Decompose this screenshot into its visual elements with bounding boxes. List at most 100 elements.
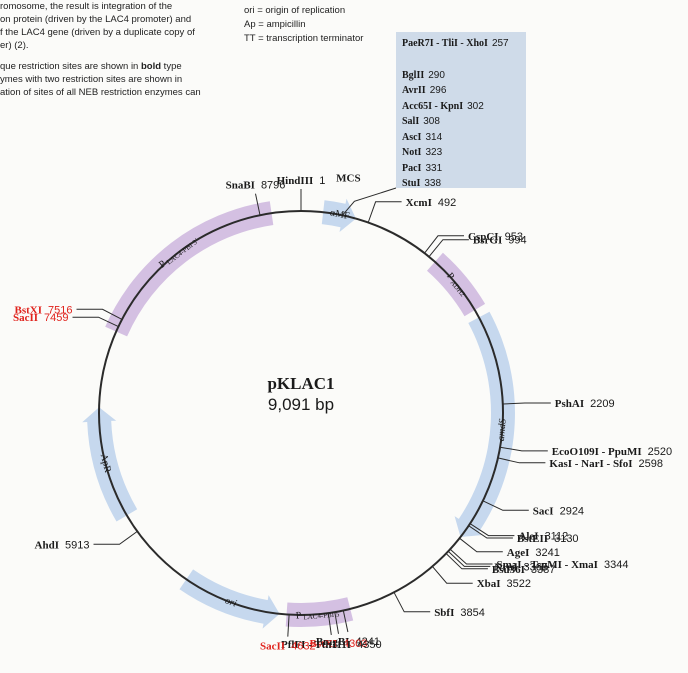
site-position: 3344	[604, 559, 628, 571]
intro-text-span: type	[161, 61, 182, 72]
site-enzyme-name: BstEII	[517, 533, 548, 545]
site-position: 7516	[48, 304, 72, 316]
site-position: 1	[319, 175, 325, 187]
site-label: NruI 3365	[494, 561, 548, 573]
site-leader-line	[469, 523, 515, 537]
legend-entry: ori = origin of replication	[244, 5, 346, 16]
site-enzyme-name: AleI	[518, 531, 538, 543]
feature-label-sub: LAC4-PBI 5´	[303, 610, 342, 621]
site-leader-line	[72, 316, 119, 328]
site-enzyme-name: XbaI	[477, 578, 501, 590]
site-position: 2520	[648, 446, 672, 458]
legend-entry: TT = transcription terminator	[244, 33, 364, 44]
site-label: XbaI 3522	[477, 578, 531, 590]
mcs-site-position: 338	[424, 178, 442, 189]
site-leader-line	[393, 592, 431, 613]
site-position: 3365	[524, 561, 548, 573]
mcs-site-name: AscI	[402, 131, 422, 143]
feature-ap-r	[82, 407, 138, 522]
site-leader-line	[500, 446, 548, 452]
site-position: 4350	[357, 639, 381, 651]
site-enzyme-name: SnaBI	[226, 180, 255, 192]
site-xbai: XbaI 3522	[432, 566, 531, 590]
mcs-site-name: NotI	[402, 147, 422, 158]
site-label: PflFI - Tth111I 4350	[281, 639, 382, 651]
mcs-site-position: 314	[425, 131, 443, 143]
site-enzyme-name: SbfI	[434, 607, 454, 619]
site-leader-line	[449, 548, 493, 565]
site-enzyme-name: KasI - NarI - SfoI	[549, 458, 632, 470]
mcs-site-position: 290	[428, 69, 445, 81]
mcs-label: MCS	[336, 172, 360, 184]
plasmid-name: pKLAC1	[267, 374, 334, 393]
intro-line: romosome, the result is integration of t…	[0, 1, 173, 12]
site-leader-line	[367, 201, 402, 223]
site-leader-line	[334, 612, 339, 634]
mcs-site-position: 331	[425, 162, 443, 174]
site-enzyme-name: PflFI - Tth111I	[281, 639, 351, 651]
site-enzyme-name: HindIII	[277, 175, 314, 187]
site-leader-line	[497, 457, 546, 464]
site-position: 3522	[507, 578, 531, 590]
site-cspci: CspCI 953	[424, 231, 523, 254]
site-leader-line	[459, 537, 503, 553]
site-position: 4241	[355, 636, 379, 648]
site-leader-line	[342, 610, 349, 633]
feature-label-ori: ori	[223, 595, 238, 609]
feature-label-amds: amdS	[496, 418, 509, 441]
feature-p-lac4-pbi-3	[105, 201, 274, 337]
abbreviation-legend: ori = origin of replication Ap = ampicil…	[244, 4, 363, 46]
intro-line: on protein (driven by the LAC4 promoter)…	[0, 14, 192, 25]
site-enzyme-name: NruI	[494, 561, 517, 573]
site-leader-line	[432, 566, 473, 584]
site-enzyme-name: AgeI	[507, 547, 530, 559]
site-leader-line	[428, 239, 469, 258]
mcs-site-name: StuI	[402, 178, 421, 189]
site-enzyme-name: CspCI	[468, 231, 499, 243]
site-position: 953	[505, 231, 523, 243]
mcs-site-position: 302	[467, 100, 484, 112]
site-enzyme-name: BstXI	[310, 638, 338, 650]
site-position: 3854	[460, 607, 484, 619]
mcs-site-position: 323	[425, 147, 443, 158]
intro-text-span: que restriction sites are shown in	[0, 61, 141, 72]
site-leader-line	[287, 614, 290, 637]
intro-line: f the LAC4 gene (driven by a duplicate c…	[0, 27, 195, 38]
site-enzyme-name: SacII	[260, 641, 285, 653]
site-bmgbi: BmgBI 4241	[316, 610, 380, 648]
site-leader-line	[93, 530, 138, 545]
mcs-site-name: BglII	[402, 69, 425, 81]
site-enzyme-name: Bsu36I	[492, 564, 525, 576]
site-position: 7459	[44, 312, 68, 324]
intro-line: que restriction sites are shown in bold …	[0, 60, 236, 73]
site-enzyme-name: BmgBI	[316, 636, 350, 648]
site-label: CspCI 953	[468, 231, 523, 243]
mcs-site-name: PacI	[402, 162, 422, 174]
intro-text: romosome, the result is integration of t…	[0, 0, 236, 99]
feature-ori	[179, 569, 280, 629]
